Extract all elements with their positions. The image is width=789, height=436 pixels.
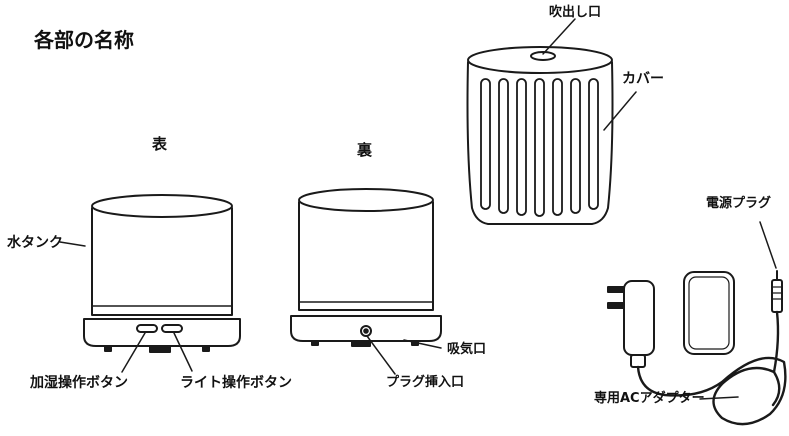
leader-plug-inlet	[366, 335, 396, 375]
power-plug-label: 電源プラグ	[706, 196, 772, 211]
humidify-button-label: 加湿操作ボタン	[30, 375, 128, 391]
front-tank-top	[91, 194, 233, 218]
adapter-plug-head	[623, 280, 655, 356]
cover-unit	[466, 46, 614, 225]
adapter-prong-bottom	[607, 302, 625, 309]
plug-inlet-hole	[363, 328, 369, 334]
leader-power-plug	[759, 221, 777, 269]
adapter-body-inner	[688, 276, 730, 350]
cover-body	[466, 61, 614, 225]
back-foot-center	[351, 340, 371, 347]
outlet-label: 吹出し口	[549, 5, 602, 20]
front-tank-body	[91, 207, 233, 316]
plug-inlet-shape	[360, 325, 372, 337]
ac-adapter-label: 専用ACアダプター	[594, 391, 705, 406]
leader-air-intake	[403, 339, 442, 349]
leader-ac-adapter	[699, 396, 739, 400]
dc-plug-body	[771, 279, 783, 313]
leader-light	[173, 332, 193, 372]
back-unit	[290, 188, 442, 347]
leader-humidify	[121, 332, 146, 373]
back-tank-body	[298, 201, 434, 311]
front-unit	[83, 194, 241, 353]
cover-top	[467, 46, 613, 74]
cover-outlet-shape	[530, 51, 556, 61]
leader-cover	[603, 91, 637, 131]
adapter-prong-top	[607, 286, 625, 293]
front-foot-center	[149, 345, 171, 353]
adapter-tail	[630, 354, 646, 368]
leader-outlet	[542, 18, 576, 55]
water-tank-label: 水タンク	[7, 235, 63, 251]
back-foot-left	[311, 340, 319, 346]
cover-slots	[480, 78, 599, 217]
front-base	[83, 318, 241, 347]
adapter-cord	[636, 356, 787, 426]
air-intake-label: 吸気口	[447, 342, 487, 357]
ac-adapter-unit	[607, 270, 787, 426]
cover-label: カバー	[622, 71, 664, 87]
adapter-cord-to-plug	[772, 310, 780, 374]
diagram-title: 各部の名称	[34, 28, 134, 52]
back-tank-top	[298, 188, 434, 212]
front-view-label: 表	[152, 135, 168, 153]
leader-lines	[59, 18, 777, 400]
light-button-label: ライト操作ボタン	[180, 375, 292, 391]
humidify-button-shape	[136, 324, 158, 333]
light-button-shape	[161, 324, 183, 333]
front-foot-right	[202, 345, 210, 352]
adapter-body	[683, 271, 735, 355]
front-foot-left	[104, 345, 112, 352]
plug-inlet-label: プラグ挿入口	[386, 375, 465, 390]
back-view-label: 裏	[357, 141, 373, 159]
leader-water-tank	[59, 241, 86, 247]
back-base	[290, 315, 442, 342]
